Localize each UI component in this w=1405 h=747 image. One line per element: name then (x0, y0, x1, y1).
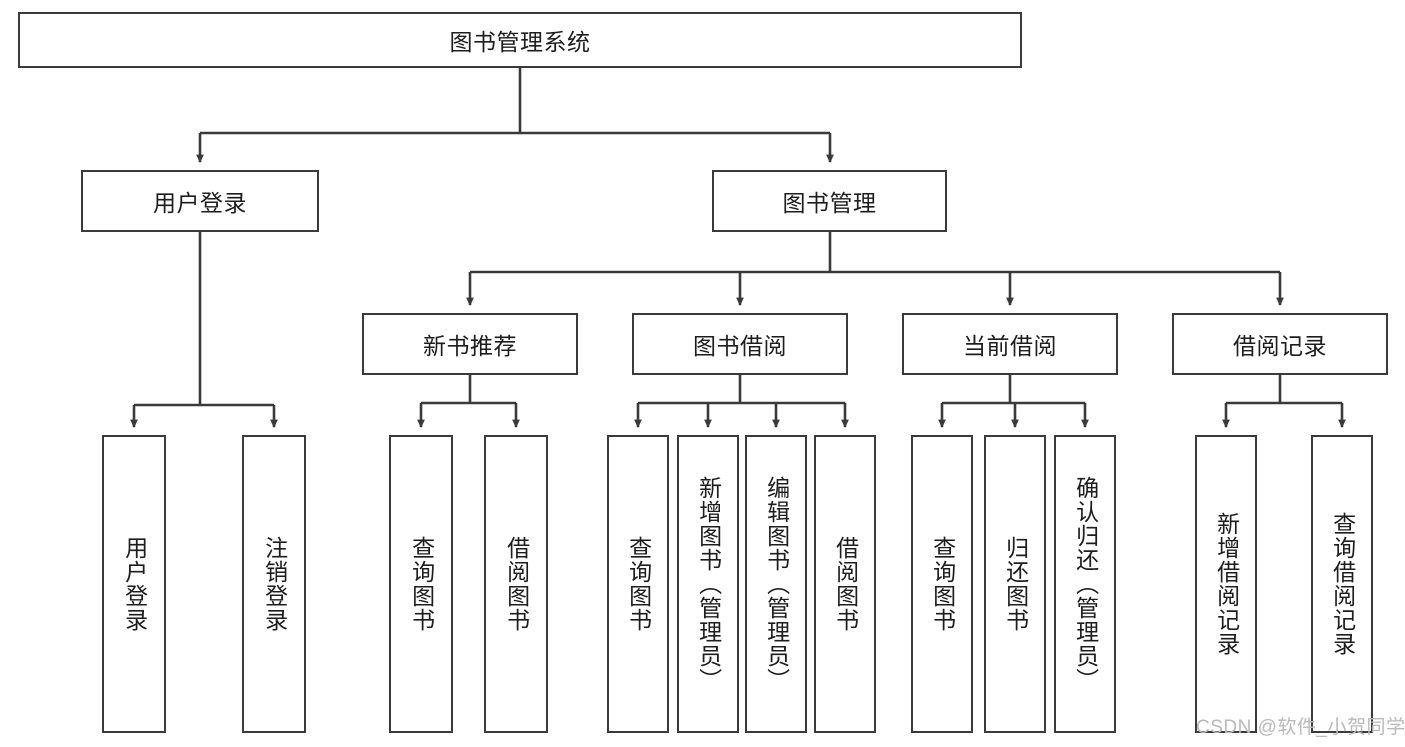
node-leaf-user-login[interactable]: 用户登录 (102, 435, 166, 733)
node-label: 查询图书 (625, 536, 652, 632)
node-current-borrow[interactable]: 当前借阅 (902, 313, 1118, 375)
node-leaf-confirm-return-admin[interactable]: 确认归还（管理员） (1054, 435, 1116, 733)
node-label: 用户登录 (121, 536, 148, 632)
node-leaf-query-book-recommend[interactable]: 查询图书 (389, 435, 453, 733)
node-new-book-recommend[interactable]: 新书推荐 (362, 313, 578, 375)
node-label: 借阅图书 (503, 536, 530, 632)
node-leaf-query-book-current[interactable]: 查询图书 (911, 435, 973, 733)
node-leaf-borrow-book-recommend[interactable]: 借阅图书 (484, 435, 548, 733)
node-label: 归还图书 (1002, 536, 1029, 632)
node-label: 新书推荐 (423, 333, 517, 359)
node-label: 图书管理 (782, 190, 877, 216)
node-label: 确认归还（管理员） (1072, 476, 1099, 692)
node-label: 图书管理系统 (449, 29, 591, 55)
node-leaf-borrow-book[interactable]: 借阅图书 (814, 435, 876, 733)
node-label: 图书借阅 (693, 333, 787, 359)
node-label: 查询图书 (929, 536, 956, 632)
node-label: 新增图书（管理员） (695, 476, 722, 692)
node-label: 编辑图书（管理员） (763, 476, 790, 692)
node-label: 注销登录 (261, 536, 288, 632)
node-leaf-query-book-borrow[interactable]: 查询图书 (607, 435, 669, 733)
node-borrow-record[interactable]: 借阅记录 (1172, 313, 1388, 375)
node-leaf-edit-book-admin[interactable]: 编辑图书（管理员） (745, 435, 807, 733)
node-leaf-query-borrow-record[interactable]: 查询借阅记录 (1311, 435, 1373, 733)
node-book-manage[interactable]: 图书管理 (712, 170, 947, 232)
node-label: 查询借阅记录 (1329, 512, 1356, 656)
node-leaf-add-book-admin[interactable]: 新增图书（管理员） (677, 435, 739, 733)
node-book-borrow[interactable]: 图书借阅 (632, 313, 848, 375)
node-label: 借阅图书 (832, 536, 859, 632)
node-label: 新增借阅记录 (1213, 512, 1240, 656)
watermark: CSDN @软件_小贺同学 (1196, 717, 1405, 738)
node-label: 当前借阅 (963, 333, 1057, 359)
node-root-book-management-system[interactable]: 图书管理系统 (18, 12, 1022, 68)
node-leaf-add-borrow-record[interactable]: 新增借阅记录 (1195, 435, 1257, 733)
node-label: 查询图书 (408, 536, 435, 632)
node-leaf-return-book[interactable]: 归还图书 (984, 435, 1046, 733)
node-leaf-user-logout[interactable]: 注销登录 (242, 435, 306, 733)
node-user-login[interactable]: 用户登录 (81, 170, 319, 232)
node-label: 用户登录 (153, 190, 247, 216)
node-label: 借阅记录 (1233, 333, 1327, 359)
